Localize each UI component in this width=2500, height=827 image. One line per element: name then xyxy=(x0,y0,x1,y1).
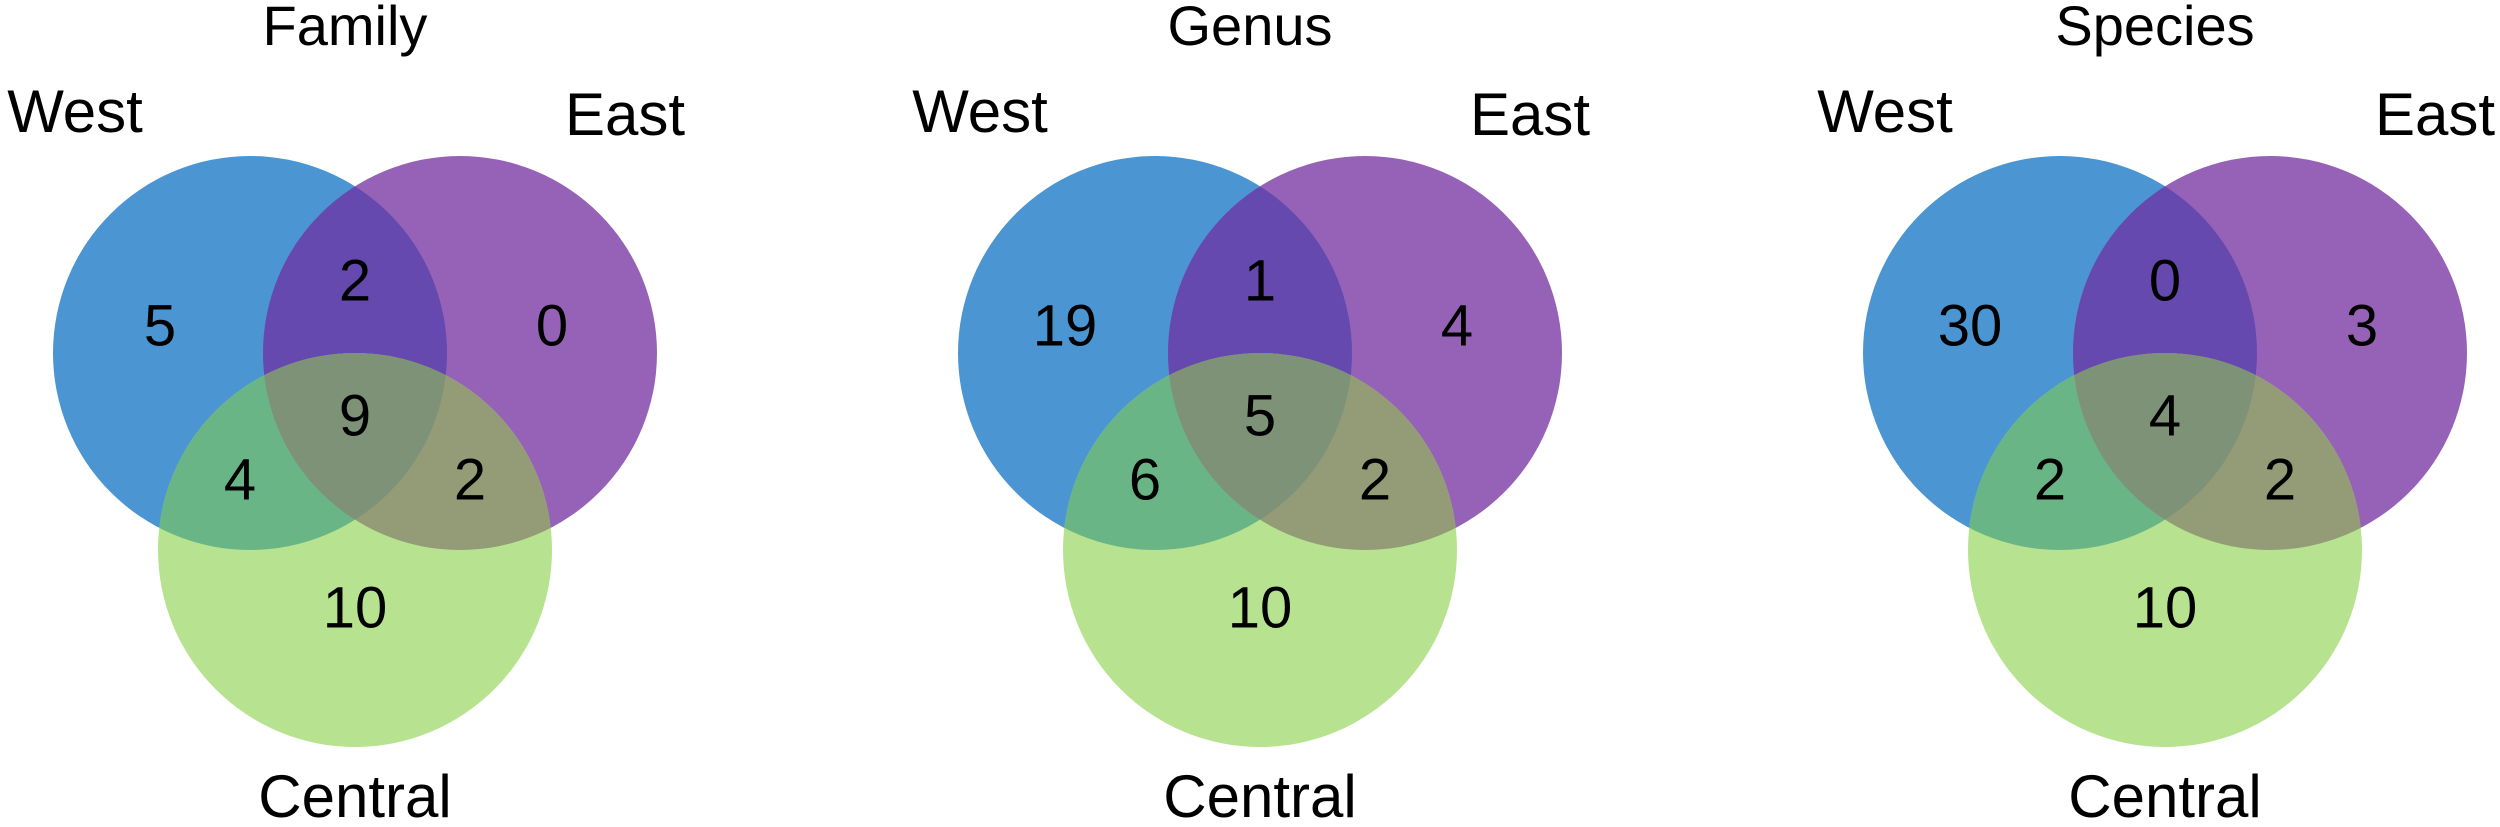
west-central-overlap xyxy=(158,353,447,550)
west-central-overlap xyxy=(1968,353,2257,550)
count-central-only: 10 xyxy=(323,575,388,640)
east-central-overlap xyxy=(263,353,552,550)
central-label: Central xyxy=(258,763,451,827)
diagram-title: Species xyxy=(2055,0,2254,57)
triple-overlap xyxy=(263,353,447,550)
east-central-overlap xyxy=(2073,353,2362,550)
count-west-only: 19 xyxy=(1033,293,1098,358)
west-label: West xyxy=(912,78,1048,145)
count-west-east: 1 xyxy=(1244,248,1276,313)
count-west-only: 5 xyxy=(144,293,176,358)
count-east-central: 2 xyxy=(2264,447,2296,512)
count-all: 9 xyxy=(339,383,371,448)
west-label: West xyxy=(7,78,143,145)
east-central-overlap xyxy=(1168,353,1457,550)
count-east-only: 4 xyxy=(1441,293,1473,358)
triple-overlap xyxy=(1168,353,1352,550)
count-central-only: 10 xyxy=(2133,575,2198,640)
count-west-central: 6 xyxy=(1129,447,1161,512)
count-west-central: 2 xyxy=(2034,447,2066,512)
east-label: East xyxy=(565,81,685,148)
count-west-east: 2 xyxy=(339,248,371,313)
west-label: West xyxy=(1817,78,1953,145)
triple-overlap xyxy=(2073,353,2257,550)
central-label: Central xyxy=(1163,763,1356,827)
east-label: East xyxy=(2375,81,2495,148)
diagram-title: Genus xyxy=(1168,0,1333,57)
count-east-only: 3 xyxy=(2346,293,2378,358)
diagram-title: Family xyxy=(263,0,428,57)
count-east-only: 0 xyxy=(536,293,568,358)
count-east-central: 2 xyxy=(1359,447,1391,512)
count-west-central: 4 xyxy=(224,447,256,512)
east-label: East xyxy=(1470,81,1590,148)
central-label: Central xyxy=(2068,763,2261,827)
count-west-east: 0 xyxy=(2149,248,2181,313)
count-central-only: 10 xyxy=(1228,575,1293,640)
count-west-only: 30 xyxy=(1938,293,2003,358)
count-all: 4 xyxy=(2149,383,2181,448)
count-all: 5 xyxy=(1244,383,1276,448)
west-central-overlap xyxy=(1063,353,1352,550)
count-east-central: 2 xyxy=(454,447,486,512)
